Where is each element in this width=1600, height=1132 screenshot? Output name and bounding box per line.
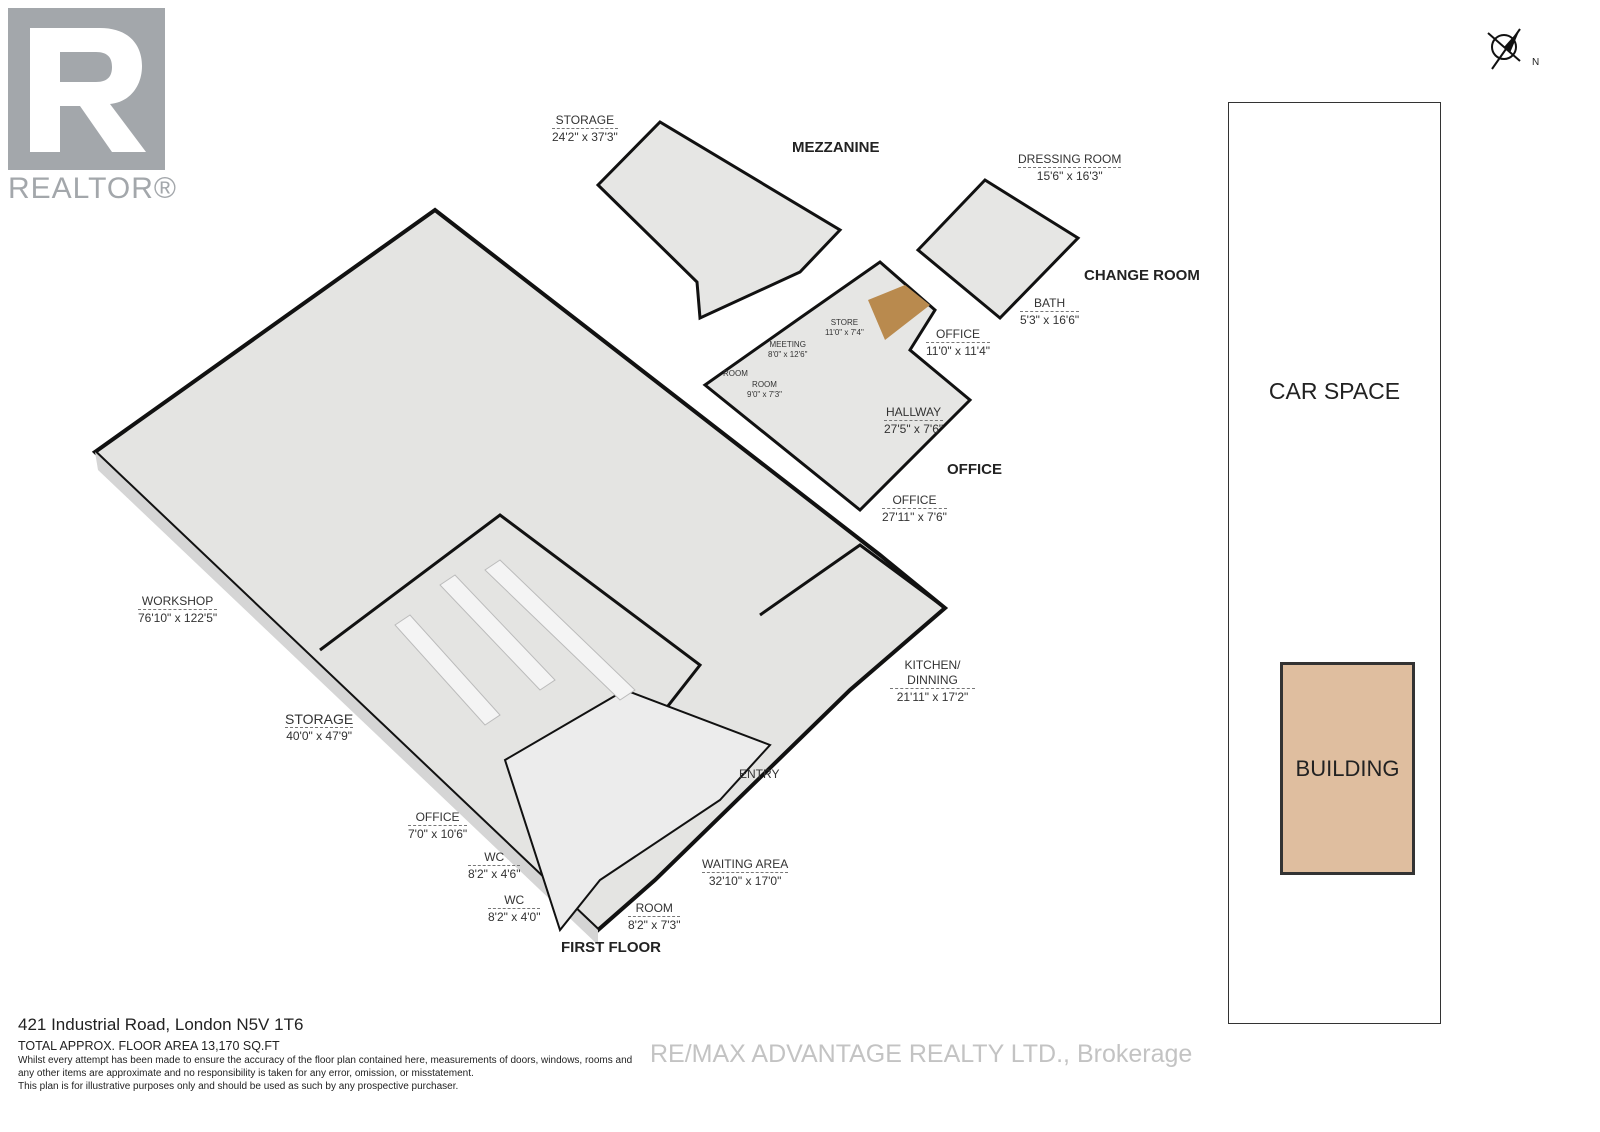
realtor-wordmark: REALTOR® <box>8 172 178 205</box>
realtor-logo <box>8 8 165 170</box>
building-block: BUILDING <box>1280 662 1415 875</box>
section-title-office: OFFICE <box>947 461 1002 478</box>
building-label: BUILDING <box>1295 755 1400 781</box>
first-floor-plan <box>91 207 949 945</box>
office-plan <box>702 260 973 513</box>
address: 421 Industrial Road, London N5V 1T6 <box>18 1015 304 1034</box>
mezzanine-plan <box>595 120 843 321</box>
floor-plan-drawing <box>91 120 1081 945</box>
room-label: ROOM <box>723 369 748 378</box>
section-title-change-room: CHANGE ROOM <box>1084 267 1200 284</box>
compass-north-label: N <box>1532 57 1540 68</box>
car-space-area <box>1228 102 1441 1024</box>
compass-icon: N <box>1480 25 1540 80</box>
room-label: ENTRY <box>739 767 780 781</box>
brokerage-watermark: RE/MAX ADVANTAGE REALTY LTD., Brokerage <box>650 1040 1193 1069</box>
total-area: TOTAL APPROX. FLOOR AREA 13,170 SQ.FT <box>18 1039 280 1053</box>
section-title-first-floor: FIRST FLOOR <box>561 939 661 956</box>
car-space-label: CAR SPACE <box>1268 378 1401 404</box>
section-title-mezzanine: MEZZANINE <box>792 139 880 156</box>
disclaimer: Whilst every attempt has been made to en… <box>18 1055 633 1092</box>
change-room-plan <box>915 178 1081 321</box>
